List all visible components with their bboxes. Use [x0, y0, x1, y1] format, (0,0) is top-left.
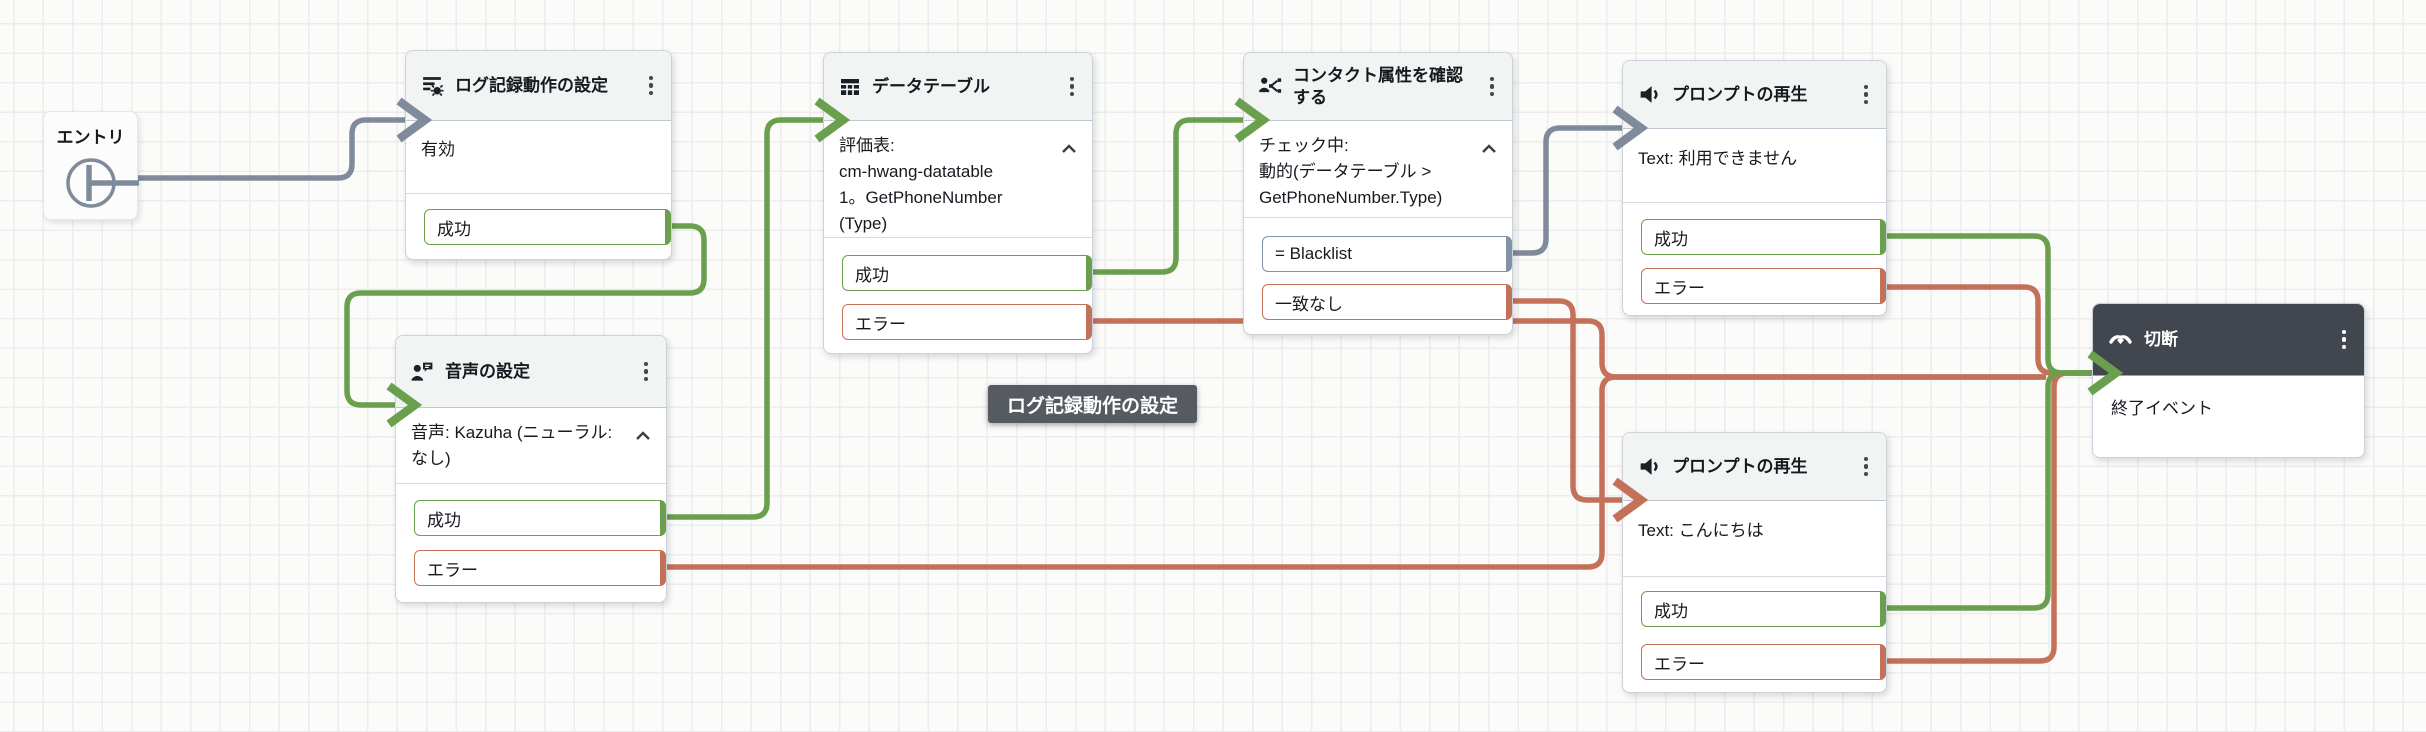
node-body: Text: 利用できません [1623, 129, 1886, 203]
play-prompt-icon [1637, 82, 1662, 107]
play-prompt-icon [1637, 454, 1662, 479]
node-set-voice[interactable]: 音声の設定 音声: Kazuha (ニューラル: なし) 成功 エラー [395, 335, 667, 603]
collapse-icon[interactable] [1061, 136, 1077, 162]
body-line: 1。GetPhoneNumber [839, 188, 1003, 207]
kebab-menu-icon[interactable] [641, 70, 661, 102]
port-blacklist[interactable]: = Blacklist [1262, 236, 1512, 272]
kebab-menu-icon[interactable] [1856, 79, 1876, 111]
body-line: チェック中: [1259, 136, 1349, 155]
body-line: Text: 利用できません [1638, 149, 1798, 168]
kebab-menu-icon[interactable] [1482, 71, 1502, 103]
node-disconnect[interactable]: 切断 終了イベント [2092, 303, 2365, 458]
body-line: なし) [411, 449, 451, 468]
node-title: プロンプトの再生 [1672, 84, 1808, 104]
node-header: プロンプトの再生 [1623, 433, 1886, 501]
node-body: Text: こんにちは [1623, 501, 1886, 577]
entry-start-icon [66, 158, 139, 208]
port-success[interactable]: 成功 [1641, 219, 1886, 255]
edge-entry-logging [137, 117, 415, 181]
port-label: 成功 [427, 510, 461, 530]
node-play-prompt-2[interactable]: プロンプトの再生 Text: こんにちは 成功 エラー [1622, 432, 1887, 693]
edge-prompt1-error-disconnect [1887, 284, 2104, 376]
edge-prompt2-error-disconnect [1887, 370, 2104, 664]
edge-nomatch-prompt2 [1513, 298, 1632, 503]
node-data-table[interactable]: データテーブル 評価表: cm-hwang-datatable 1。GetPho… [823, 52, 1093, 354]
node-header: データテーブル [824, 53, 1092, 121]
node-header: 音声の設定 [396, 336, 666, 408]
port-error[interactable]: エラー [842, 304, 1092, 340]
kebab-menu-icon[interactable] [2334, 324, 2354, 356]
port-error[interactable]: エラー [414, 550, 666, 586]
node-title: プロンプトの再生 [1672, 456, 1808, 476]
edge-datatable-success-check [1093, 117, 1253, 275]
tooltip: ログ記録動作の設定 [988, 385, 1197, 423]
port-label: エラー [427, 560, 478, 580]
entry-label: エントリ [56, 128, 125, 147]
body-line: Text: こんにちは [1638, 521, 1764, 540]
node-set-logging[interactable]: ログ記録動作の設定 有効 成功 [405, 50, 672, 260]
node-body: 評価表: cm-hwang-datatable 1。GetPhoneNumber… [824, 121, 1092, 238]
port-success[interactable]: 成功 [842, 255, 1092, 291]
port-label: エラー [1654, 654, 1705, 674]
edge-voice-success-datatable [667, 117, 833, 520]
port-label: エラー [855, 314, 906, 334]
node-header: ログ記録動作の設定 [406, 51, 671, 121]
port-label: 成功 [1654, 601, 1688, 621]
node-header: プロンプトの再生 [1623, 61, 1886, 129]
body-line: 音声: Kazuha (ニューラル: [411, 423, 613, 442]
port-success[interactable]: 成功 [1641, 591, 1886, 627]
port-error[interactable]: エラー [1641, 268, 1886, 304]
edge-prompt1-success-disconnect [1887, 233, 2104, 376]
log-settings-icon [420, 73, 445, 98]
collapse-icon[interactable] [635, 423, 651, 449]
port-label: 成功 [437, 219, 471, 239]
kebab-menu-icon[interactable] [1856, 451, 1876, 483]
node-title: 切断 [2144, 329, 2178, 349]
node-body: 音声: Kazuha (ニューラル: なし) [396, 408, 666, 484]
port-error[interactable]: エラー [1641, 644, 1886, 680]
body-line: cm-hwang-datatable [839, 162, 994, 181]
node-header: コンタクト属性を確認する [1244, 53, 1512, 121]
edge-datatable-error-disconnect [1093, 318, 2046, 380]
edge-prompt2-success-disconnect [1887, 370, 2104, 611]
port-success[interactable]: 成功 [424, 209, 671, 245]
kebab-menu-icon[interactable] [1062, 71, 1082, 103]
set-voice-icon [410, 359, 435, 384]
entry-node[interactable]: エントリ [43, 111, 139, 220]
collapse-icon[interactable] [1481, 136, 1497, 162]
edge-blacklist-prompt1 [1513, 125, 1629, 256]
node-header: 切断 [2093, 304, 2364, 376]
port-success[interactable]: 成功 [414, 500, 666, 536]
kebab-menu-icon[interactable] [636, 356, 656, 388]
node-body: 有効 [406, 121, 671, 194]
node-body: チェック中: 動的(データテーブル > GetPhoneNumber.Type) [1244, 121, 1512, 218]
node-play-prompt-1[interactable]: プロンプトの再生 Text: 利用できません 成功 エラー [1622, 60, 1887, 316]
body-line: GetPhoneNumber.Type) [1259, 188, 1443, 207]
node-check-contact-attributes[interactable]: コンタクト属性を確認する チェック中: 動的(データテーブル > GetPhon… [1243, 52, 1513, 335]
body-line: 有効 [421, 140, 455, 159]
port-label: 成功 [855, 265, 889, 285]
port-label: 成功 [1654, 229, 1688, 249]
port-label: エラー [1654, 278, 1705, 298]
check-attributes-icon [1258, 74, 1283, 99]
node-title: コンタクト属性を確認する [1293, 66, 1463, 107]
body-line: (Type) [839, 214, 888, 233]
body-line: 動的(データテーブル > [1259, 162, 1432, 181]
node-title: データテーブル [872, 76, 990, 96]
port-label: 一致なし [1275, 294, 1343, 314]
node-title: 音声の設定 [445, 361, 530, 381]
data-table-icon [838, 75, 862, 99]
port-no-match[interactable]: 一致なし [1262, 284, 1512, 320]
disconnect-icon [2107, 328, 2134, 352]
body-line: 終了イベント [2111, 399, 2213, 418]
node-title: ログ記録動作の設定 [455, 75, 608, 95]
port-label: = Blacklist [1275, 244, 1352, 263]
node-body: 終了イベント [2093, 376, 2364, 458]
body-line: 評価表: [839, 136, 895, 155]
